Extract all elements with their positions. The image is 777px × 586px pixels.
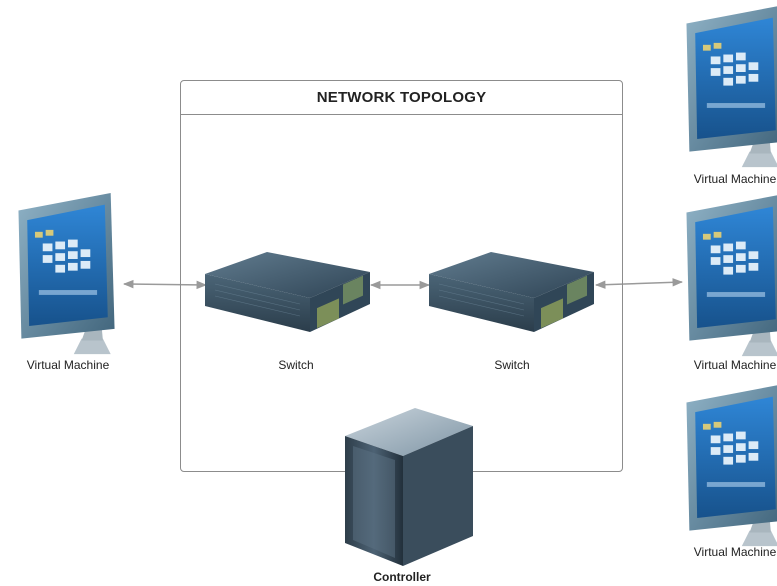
switch-2-label: Switch [494, 358, 530, 372]
vm-right-3-label: Virtual Machine [693, 545, 777, 559]
vm-right-2-label: Virtual Machine [693, 358, 777, 372]
connector-switch2-vm [594, 278, 684, 289]
vm-right-1-label: Virtual Machine [693, 172, 777, 186]
switch-1-label: Switch [278, 358, 314, 372]
vm-left-monitor-icon [12, 193, 122, 358]
controller-label: Controller [373, 570, 431, 584]
vm-right-3-monitor-icon [680, 385, 777, 550]
switch-1-rack-server-icon [205, 232, 370, 332]
switch-2-rack-server-icon [429, 232, 594, 332]
topology-title: NETWORK TOPOLOGY [181, 81, 622, 115]
vm-right-1-monitor-icon [680, 6, 777, 171]
controller-tower-server-icon [335, 408, 475, 568]
vm-right-2-monitor-icon [680, 195, 777, 360]
connector-vm-switch1 [122, 279, 208, 290]
vm-left-label: Virtual Machine [26, 358, 110, 372]
